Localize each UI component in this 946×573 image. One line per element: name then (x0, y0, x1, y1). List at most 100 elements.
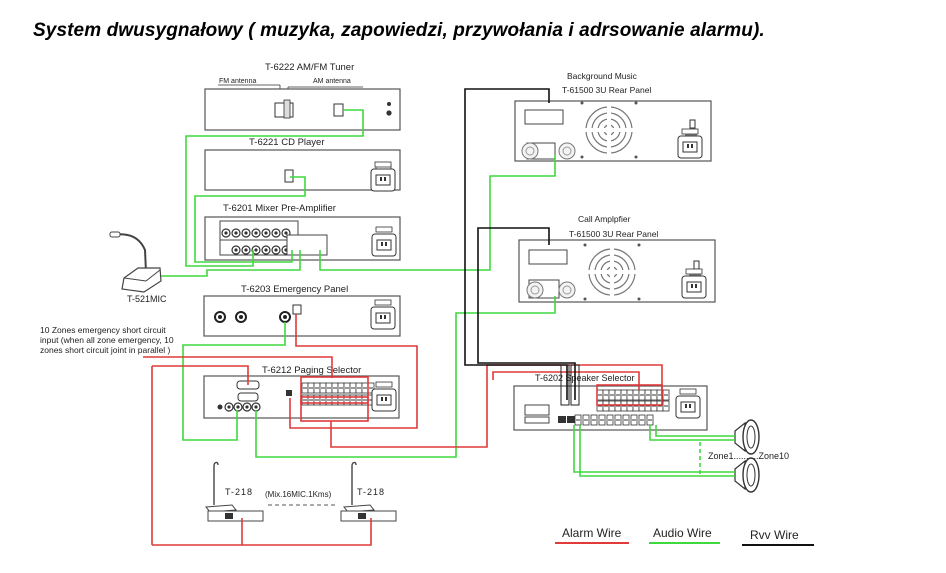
speaker-selector-label: T-6202 Speaker Selector (535, 373, 635, 383)
alarm-wire-note (143, 356, 333, 378)
alarm-wire-remote-bus (152, 518, 372, 546)
alarm-speaker-loop (596, 384, 663, 406)
tuner-label: T-6222 AM/FM Tuner (265, 62, 354, 73)
speaker-terminal (644, 389, 652, 401)
cd-player-label: T-6221 CD Player (249, 137, 325, 148)
paging-terminal (355, 382, 363, 394)
zone-output-terminal (614, 414, 622, 426)
speaker-terminal (596, 389, 604, 401)
diagram-title: System dwusygnałowy ( muzyka, zapowiedzi… (33, 20, 765, 41)
speaker-terminal (644, 400, 652, 412)
alarm-wire-remote (152, 365, 249, 385)
audio-wire-cd (194, 176, 306, 263)
background-music-amplifier: Background Music T-61500 3U Rear Panel (514, 71, 712, 162)
mixer-aux-jack (241, 245, 251, 255)
speaker-terminal (614, 389, 622, 401)
speaker-terminal (662, 389, 670, 401)
emergency-panel-label: T-6203 Emergency Panel (241, 284, 348, 295)
mixer-input-jack (221, 228, 231, 238)
audio-wire-zone10b (573, 425, 735, 473)
mixer-input-jack (231, 228, 241, 238)
legend: Alarm Wire Audio Wire Rvv Wire (555, 526, 814, 546)
audio-wire-zone10 (579, 425, 735, 477)
call-amp-label: T-61500 3U Rear Panel (569, 229, 658, 239)
zone-output-terminal (574, 414, 582, 426)
zones-label: Zone1..........Zone10 (708, 451, 789, 461)
paging-terminal (331, 382, 339, 394)
audio-wire-paging-call (255, 296, 556, 458)
speaker-terminal (602, 389, 610, 401)
speaker-terminal (620, 389, 628, 401)
zone-output-terminal (630, 414, 638, 426)
audio-wire-zone1b (655, 425, 735, 437)
call-amplifier: Call Amplpfier T-61500 3U Rear Panel (518, 214, 716, 303)
zone-output-terminal (606, 414, 614, 426)
mixer-label: T-6201 Mixer Pre-Amplifier (223, 203, 336, 214)
speaker-terminal (662, 400, 670, 412)
mixer-input-jack (271, 228, 281, 238)
emergency-note: 10 Zones emergency short circuit input (… (40, 325, 174, 355)
note-line-1: 10 Zones emergency short circuit (40, 325, 166, 335)
paging-terminal (361, 382, 369, 394)
zone-speaker-10 (734, 457, 760, 493)
speaker-terminal (608, 389, 616, 401)
speaker-terminal (650, 389, 658, 401)
remote-mic-note: (Mix.16MIC.1Kms) (265, 490, 332, 499)
mic-label: T-521MIC (127, 294, 167, 304)
paging-terminal (349, 382, 357, 394)
note-line-2: input (when all zone emergency, 10 (40, 335, 174, 345)
zone-output-terminal (598, 414, 606, 426)
remote-mic-1-label: T-218 (225, 487, 253, 497)
t521-mic: T-521MIC (109, 231, 167, 304)
bg-amp-label: T-61500 3U Rear Panel (562, 85, 651, 95)
alarm-wire-emergency (289, 314, 418, 429)
paging-terminal (307, 382, 315, 394)
speaker-terminal (596, 400, 604, 412)
bg-amp-role: Background Music (567, 71, 638, 81)
alarm-wire-paging-speaker (330, 364, 663, 448)
mixer-input-jack (241, 228, 251, 238)
zone-speaker-1 (734, 419, 760, 455)
paging-terminal (343, 382, 351, 394)
paging-selector-label: T-6212 Paging Selector (262, 365, 361, 376)
speaker-selector-device: T-6202 Speaker Selector (513, 373, 708, 431)
zone-output-terminal (590, 414, 598, 426)
speaker-terminal (632, 400, 640, 412)
audio-wire-mixer-bg (319, 155, 556, 271)
speaker-terminal (608, 400, 616, 412)
legend-alarm: Alarm Wire (555, 526, 629, 544)
mixer-input-jack (261, 228, 271, 238)
am-antenna-label: AM antenna (313, 78, 351, 85)
wires (143, 88, 735, 546)
rvv-wire-bg (464, 88, 568, 400)
audio-wire-zone1 (649, 425, 735, 441)
remote-mic-2-label: T-218 (357, 487, 385, 497)
speaker-terminal (614, 400, 622, 412)
legend-rvv: Rvv Wire (742, 528, 814, 546)
paging-terminal (301, 382, 309, 394)
paging-terminal (325, 382, 333, 394)
mixer-aux-jack (271, 245, 281, 255)
remote-mic-2: T-218 (340, 461, 397, 522)
speaker-terminal (638, 400, 646, 412)
call-amp-role: Call Amplpfier (578, 214, 631, 224)
audio-wire-emergency (182, 322, 286, 441)
speaker-terminal (626, 400, 634, 412)
tuner-device: T-6222 AM/FM Tuner FM antenna AM antenna (204, 62, 401, 131)
alarm-wire-speaker-top (492, 371, 640, 390)
cd-player-device: T-6221 CD Player (204, 137, 401, 192)
speaker-terminal (638, 389, 646, 401)
paging-terminal (337, 382, 345, 394)
legend-audio-label: Audio Wire (653, 526, 712, 540)
audio-wire-tuner (185, 109, 364, 267)
speaker-terminal (650, 400, 658, 412)
legend-alarm-label: Alarm Wire (562, 526, 622, 540)
mixer-device: T-6201 Mixer Pre-Amplifier (204, 203, 401, 261)
legend-rvv-label: Rvv Wire (750, 528, 799, 542)
rvv-wire-call (477, 227, 576, 400)
audio-wire-mic (161, 250, 301, 277)
zone-output-terminal (622, 414, 630, 426)
zone-output-terminal (582, 414, 590, 426)
mixer-input-jack (251, 228, 261, 238)
